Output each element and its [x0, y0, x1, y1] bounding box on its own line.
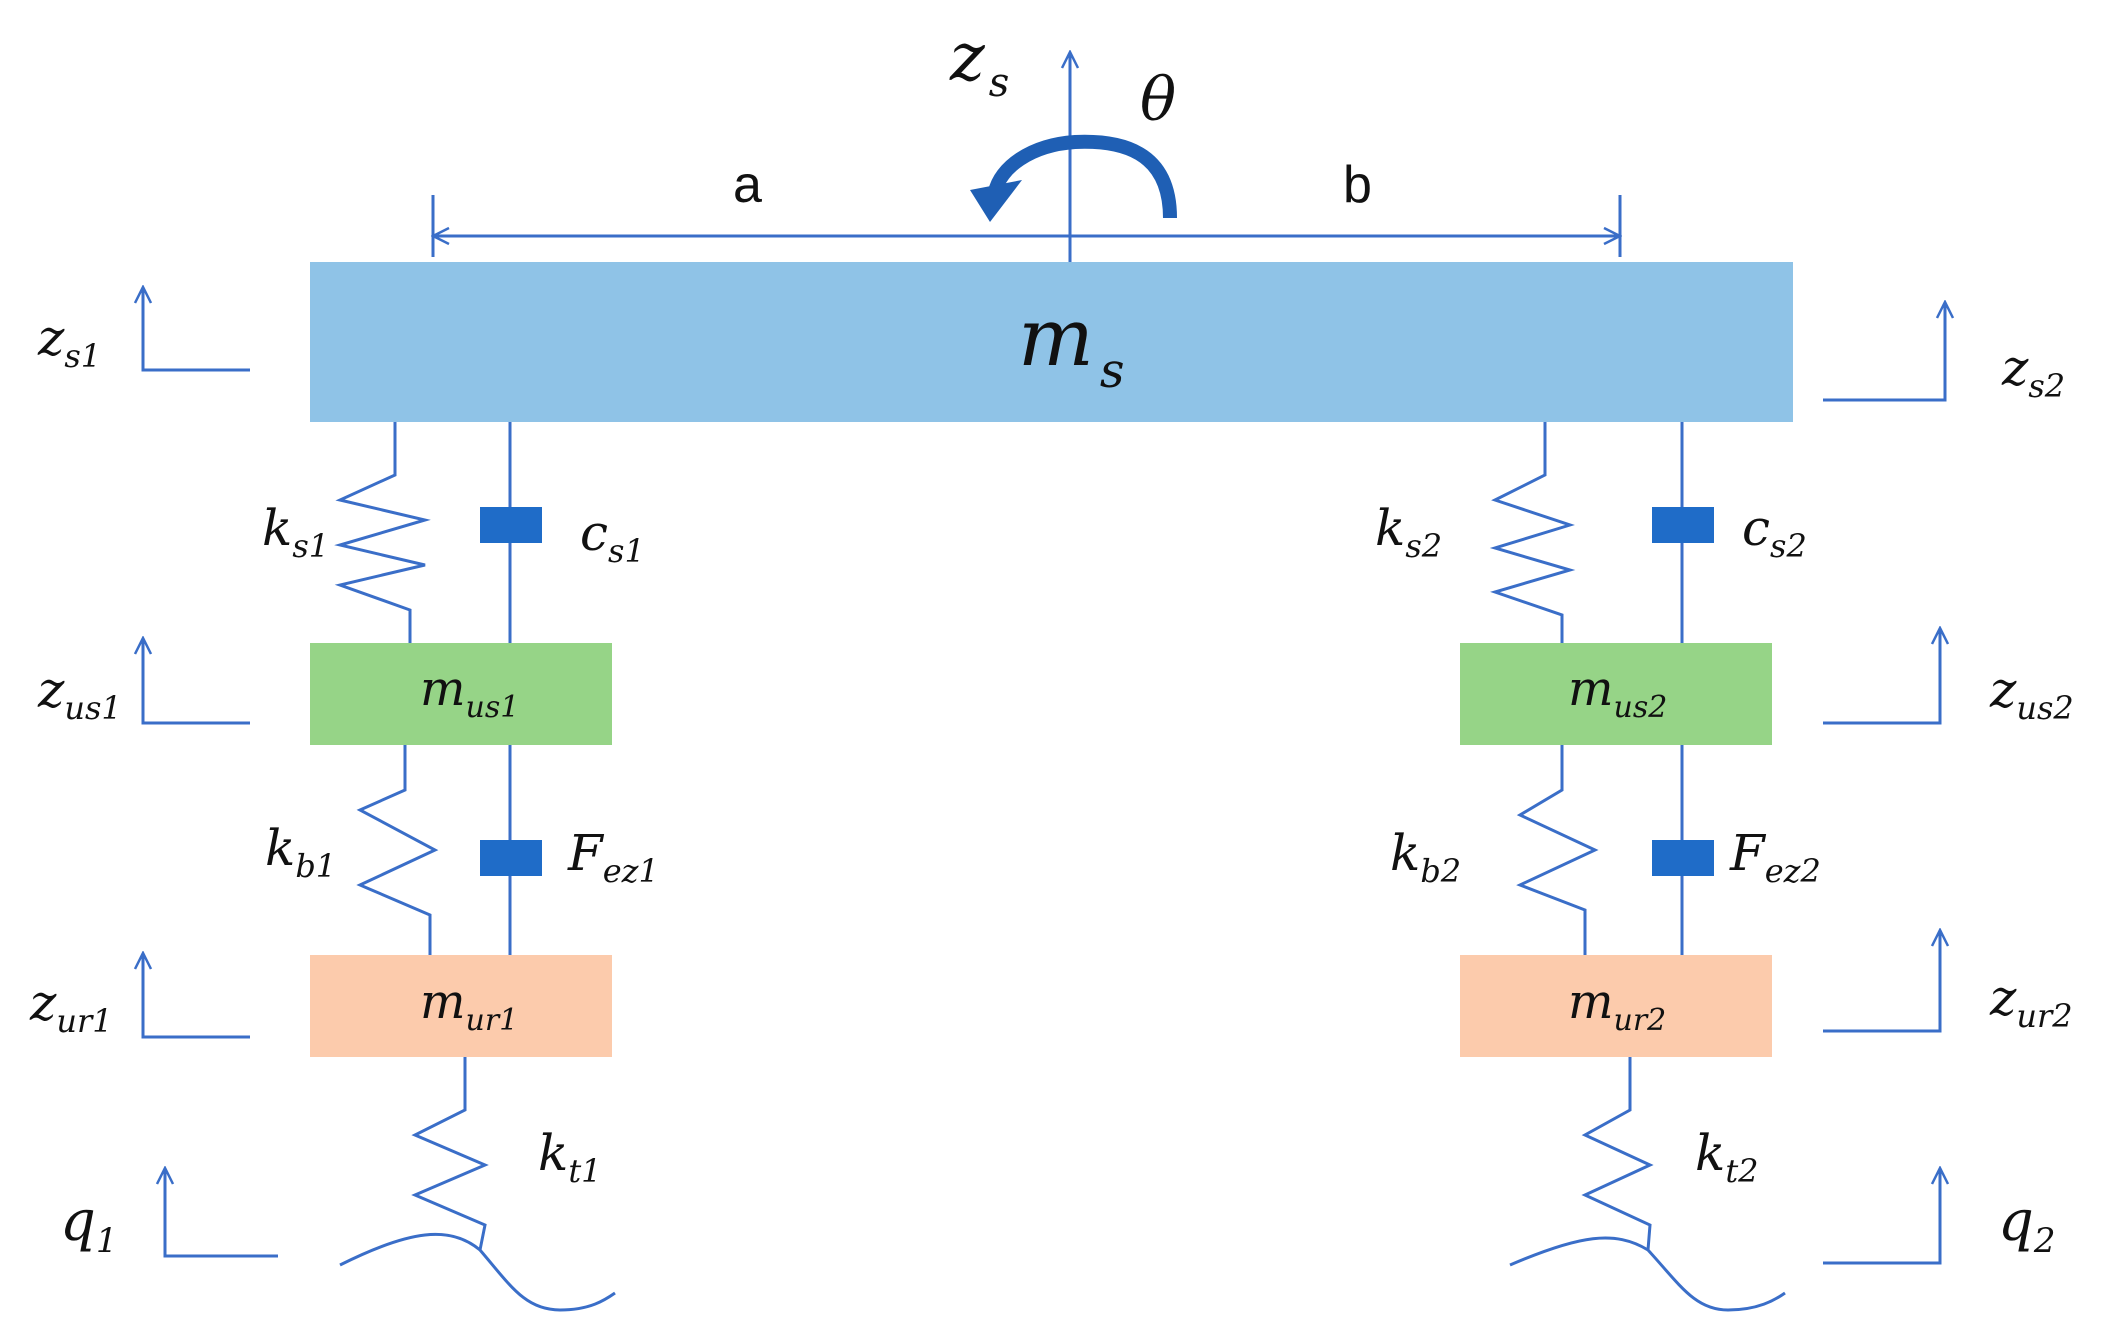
pitch-rotation-arrow — [988, 134, 1177, 219]
label-ks1: ks1 — [262, 499, 329, 565]
label-zs1: zs1 — [37, 309, 101, 375]
spring-kb2 — [1516, 745, 1599, 955]
rail-mass-2-box — [1460, 955, 1772, 1057]
rail-mass-1-box — [310, 955, 612, 1057]
label-zur2: zur2 — [1989, 969, 2073, 1035]
label-mus1: mus1 — [420, 661, 519, 725]
spring-kt1 — [411, 1057, 489, 1251]
label-zur1: zur1 — [29, 974, 113, 1040]
zs2-coordinate-indicator — [1823, 302, 1945, 402]
label-mus2: mus2 — [1568, 661, 1667, 725]
spring-ks2 — [1489, 422, 1576, 643]
label-ks2: ks2 — [1375, 499, 1442, 565]
label-cs1: cs1 — [580, 504, 645, 570]
label-theta: θ — [1140, 65, 1176, 135]
unsprung-mass-2-box — [1460, 643, 1772, 745]
road-profile-1 — [339, 1232, 616, 1312]
label-mur2: mur2 — [1568, 974, 1666, 1038]
spring-ks1 — [334, 422, 431, 643]
q2-coordinate-indicator — [1823, 1168, 1940, 1265]
q1-coordinate-indicator — [165, 1168, 278, 1258]
label-zus2: zus2 — [1989, 661, 2074, 727]
zus2-coordinate-indicator — [1823, 628, 1940, 725]
label-kb2: kb2 — [1390, 824, 1461, 890]
label-mur1: mur1 — [420, 974, 518, 1038]
label-q1: q1 — [60, 1189, 118, 1261]
label-cs2: cs2 — [1742, 499, 1807, 565]
zus1-coordinate-indicator — [143, 638, 250, 725]
zs1-coordinate-indicator — [143, 287, 250, 372]
damper-cs1-box — [480, 507, 542, 543]
label-zus1: zus1 — [37, 661, 122, 727]
zur1-coordinate-indicator — [143, 953, 250, 1039]
actuator-fez1-box — [480, 840, 542, 876]
unsprung-mass-1-box — [310, 643, 612, 745]
label-dimension-a: a — [733, 156, 762, 214]
spring-kb1 — [356, 745, 439, 955]
road-profile-2 — [1509, 1236, 1786, 1312]
damper-cs2-box — [1652, 507, 1714, 543]
label-q2: q2 — [1998, 1189, 2056, 1261]
label-kb1: kb1 — [265, 819, 336, 885]
zur2-coordinate-indicator — [1823, 930, 1940, 1033]
label-zs2: zs2 — [2001, 339, 2065, 405]
sprung-mass-body — [310, 262, 1793, 422]
label-fez1: Fez1 — [567, 824, 659, 890]
label-dimension-b: b — [1343, 156, 1372, 214]
spring-kt2 — [1581, 1057, 1654, 1251]
actuator-fez2-box — [1652, 840, 1714, 876]
label-kt2: kt2 — [1695, 1124, 1759, 1190]
label-fez2: Fez2 — [1729, 824, 1821, 890]
label-kt1: kt1 — [538, 1124, 602, 1190]
pitch-rotation-arrowhead — [970, 180, 1022, 222]
